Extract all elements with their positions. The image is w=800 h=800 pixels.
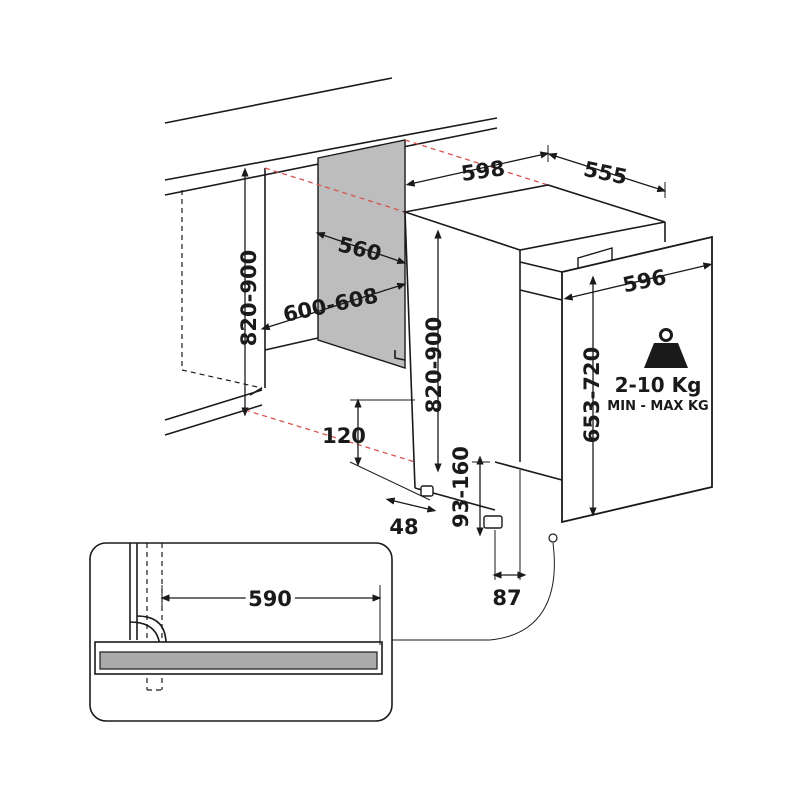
dim-appliance-height: 820-900 [422,317,446,413]
callout-point [548,533,558,543]
arrow-niche-depth [315,232,407,264]
plinth-strip [99,651,378,670]
cabinet-niche [164,168,319,436]
arrow-width [405,151,550,187]
detail-inset [89,542,393,722]
dim-width: 598 [460,156,507,186]
dim-niche-height: 820-900 [237,250,261,346]
weight-caption: MIN - MAX KG [607,399,708,414]
weight-icon [644,328,688,368]
front-panel [561,235,713,524]
dim-detail-width: 590 [248,587,292,611]
dim-panel-height: 653-720 [580,347,604,443]
weight-range: 2-10 Kg [615,373,702,397]
arrow-niche-width [260,282,407,331]
callout-leader [392,542,555,641]
arrow-depth [547,152,667,193]
arrow-front-offset [385,497,437,513]
dim-plinth-gap: 120 [322,424,366,448]
dim-depth: 555 [582,157,630,190]
dim-foot-height: 93-160 [449,446,473,528]
dim-front-offset: 48 [389,515,418,539]
dim-foot-offset: 87 [492,586,521,610]
feet [420,485,503,529]
wall-bracket [394,350,406,361]
